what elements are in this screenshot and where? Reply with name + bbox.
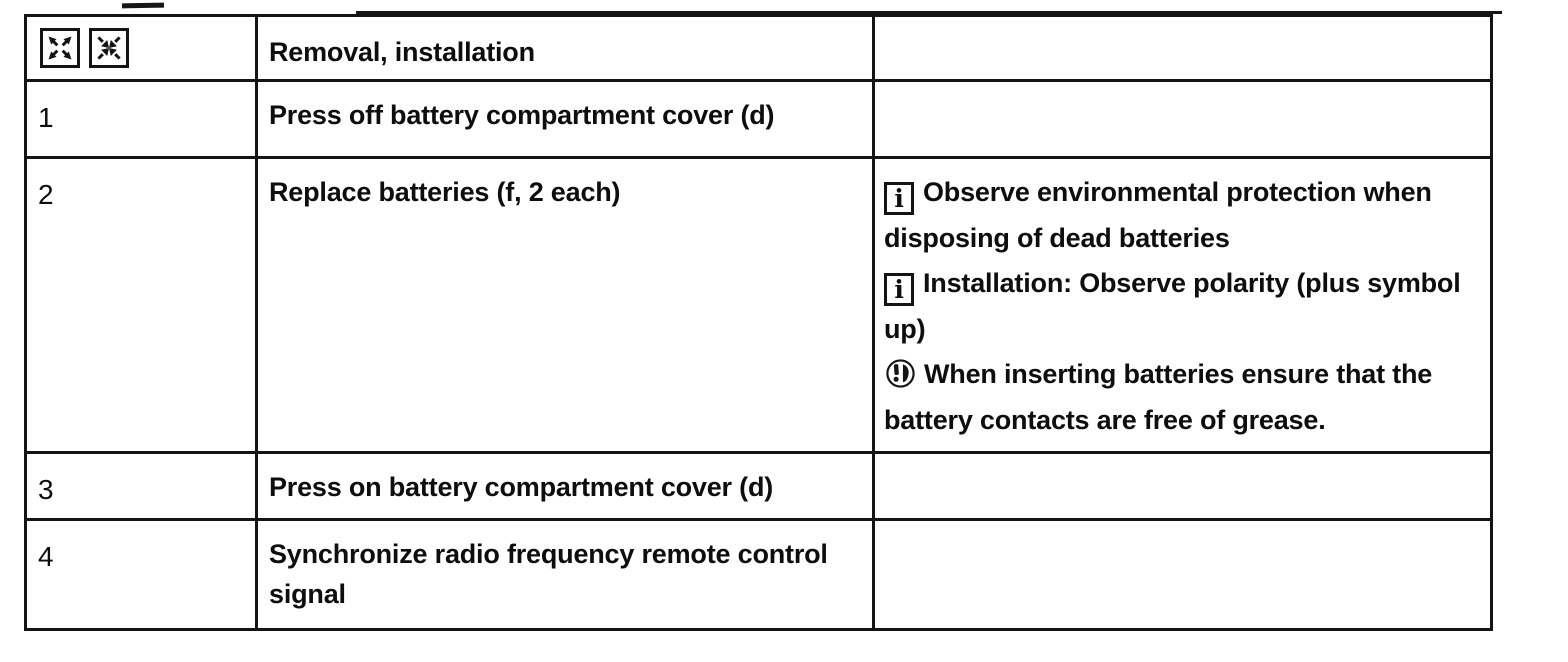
- note-line: When inserting batteries ensure that the…: [884, 352, 1478, 443]
- table-header-notes-cell: [875, 17, 1490, 82]
- table-header-title: Removal, installation: [258, 17, 875, 82]
- step-number: 3: [27, 454, 258, 521]
- note-text: Observe environmental protection when di…: [884, 177, 1432, 253]
- note-line: i Installation: Observe polarity (plus sy…: [884, 261, 1478, 352]
- step-instruction: Press off battery compartment cover (d): [258, 82, 875, 159]
- step-number: 1: [27, 82, 258, 159]
- step-number: 2: [27, 159, 258, 454]
- procedure-table: Removal, installation 1 Press off batter…: [24, 14, 1493, 631]
- info-icon: i: [884, 182, 914, 215]
- note-bold-text: Installation:: [923, 268, 1072, 298]
- scan-artifact: [356, 11, 1502, 14]
- caution-icon: [886, 359, 915, 388]
- step-number: 4: [27, 521, 258, 628]
- step-instruction: Press on battery compartment cover (d): [258, 454, 875, 521]
- step-notes-cell: [875, 521, 1490, 628]
- removal-icon: [40, 28, 80, 68]
- step-instruction: Synchronize radio frequency remote contr…: [258, 521, 875, 628]
- info-icon: i: [884, 273, 914, 306]
- step-notes-cell: [875, 82, 1490, 159]
- table-header-symbols-cell: [27, 17, 258, 82]
- note-text: Observe polarity (plus symbol up): [884, 268, 1461, 344]
- scan-artifact: [121, 2, 165, 9]
- note-text: When inserting batteries ensure that the…: [884, 359, 1433, 435]
- step-instruction: Replace batteries (f, 2 each): [258, 159, 875, 454]
- installation-icon: [89, 28, 129, 68]
- step-notes-cell: [875, 454, 1490, 521]
